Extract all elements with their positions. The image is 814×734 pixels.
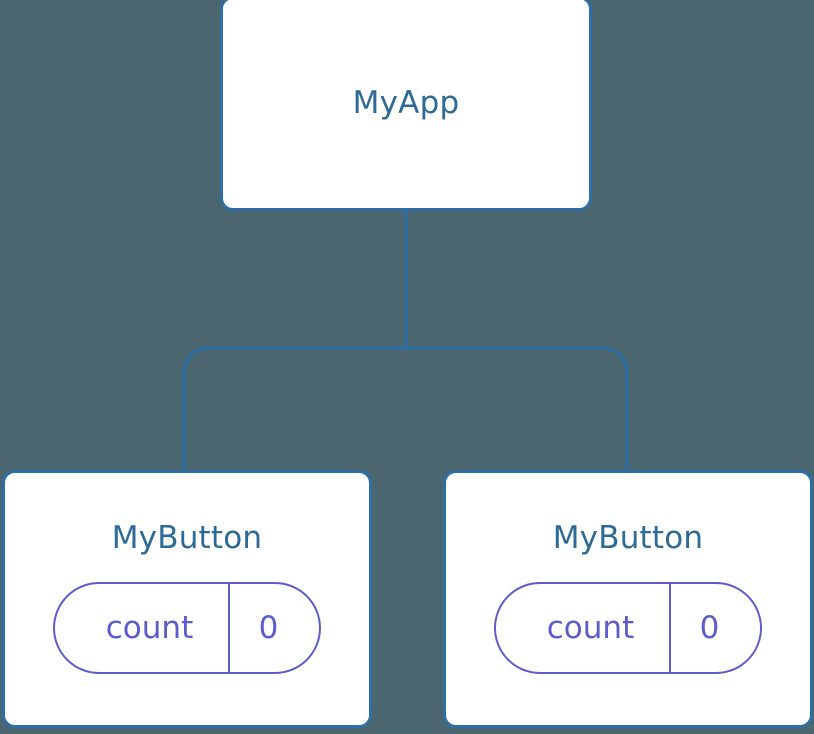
connector-branch-right [406,346,629,472]
state-pill-count-1[interactable]: count 0 [53,582,321,674]
state-key-label-2: count [546,609,635,646]
node-myapp[interactable]: MyApp [220,0,592,211]
state-value-label-2: 0 [699,609,720,646]
node-mybutton-1[interactable]: MyButton count 0 [2,470,372,728]
state-pill-divider-1 [228,584,230,672]
state-pill-count-2[interactable]: count 0 [494,582,762,674]
state-pill-divider-2 [669,584,671,672]
connector-branch-left [182,346,406,472]
node-mybutton-2[interactable]: MyButton count 0 [443,470,813,728]
node-mybutton-2-label: MyButton [552,520,704,556]
node-mybutton-1-label: MyButton [111,520,263,556]
state-key-label-1: count [105,609,194,646]
state-value-label-1: 0 [258,609,279,646]
node-myapp-label: MyApp [352,85,460,121]
